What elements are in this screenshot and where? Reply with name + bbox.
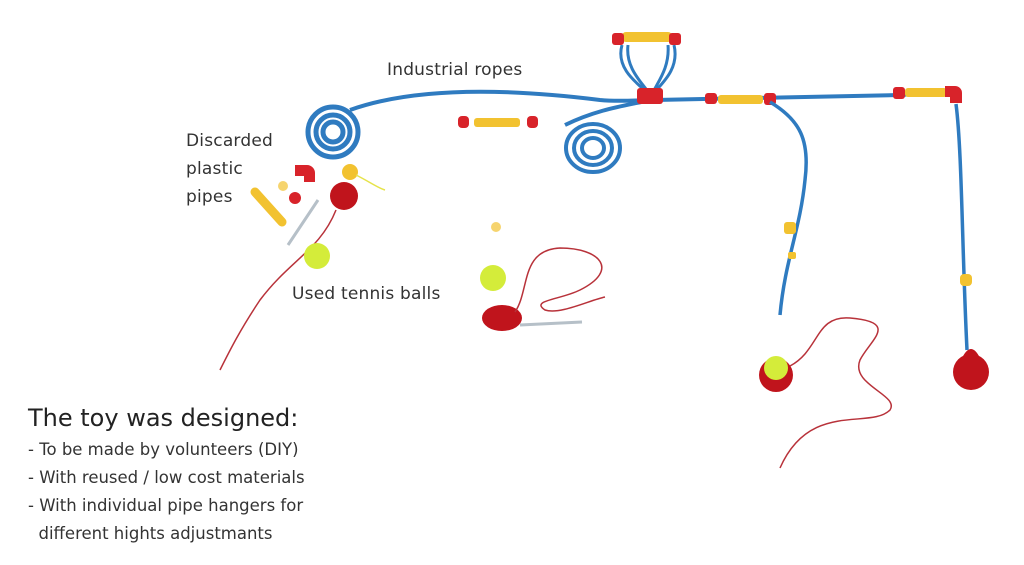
elbow-pipe — [295, 165, 315, 182]
pipe-segment — [893, 87, 905, 99]
pipe-piece — [458, 116, 469, 128]
label-plastic: plastic — [186, 159, 243, 179]
description-title: The toy was designed: — [28, 404, 299, 432]
tennis-ball-in-crochet — [759, 356, 793, 392]
pipe-ring — [289, 192, 301, 204]
pipe-piece — [474, 118, 520, 127]
pipe-ring — [278, 181, 288, 191]
label-tennis-balls: Used tennis balls — [292, 284, 441, 304]
label-industrial-ropes: Industrial ropes — [387, 60, 523, 80]
elbow-pipe — [945, 86, 962, 103]
description-bullet: - With individual pipe hangers for — [28, 496, 304, 515]
pipe-segment — [705, 93, 717, 104]
description-bullet: different hights adjustmants — [28, 524, 273, 543]
string — [779, 317, 893, 469]
yarn-ball-red — [330, 182, 358, 210]
yellow-pipe — [250, 187, 287, 227]
handle — [612, 32, 681, 104]
rope-coil-left — [305, 104, 361, 160]
label-pipes: pipes — [186, 187, 233, 207]
rope-coil-middle — [564, 98, 651, 174]
pipe-piece — [527, 116, 538, 128]
description-bullet: - With reused / low cost materials — [28, 468, 305, 487]
hanging-rope-middle — [769, 100, 808, 316]
pipe-segment — [905, 88, 947, 97]
yarn-ball-yellow — [342, 164, 358, 180]
pipe-ring — [491, 222, 501, 232]
gray-pipe — [286, 199, 320, 246]
yarn-bead — [960, 274, 972, 286]
crochet-ball-right — [953, 349, 989, 390]
label-discarded: Discarded — [186, 131, 273, 151]
description-bullet: - To be made by volunteers (DIY) — [28, 440, 299, 459]
yarn-bead — [788, 252, 796, 259]
tennis-ball — [480, 265, 506, 291]
gray-pipe — [519, 320, 583, 327]
string — [514, 247, 606, 313]
tennis-ball — [304, 243, 330, 269]
yarn-bead — [784, 222, 796, 234]
string — [219, 209, 337, 371]
crochet-net — [482, 305, 522, 331]
pipe-segment — [718, 95, 763, 104]
hanging-rope-right — [954, 103, 969, 351]
